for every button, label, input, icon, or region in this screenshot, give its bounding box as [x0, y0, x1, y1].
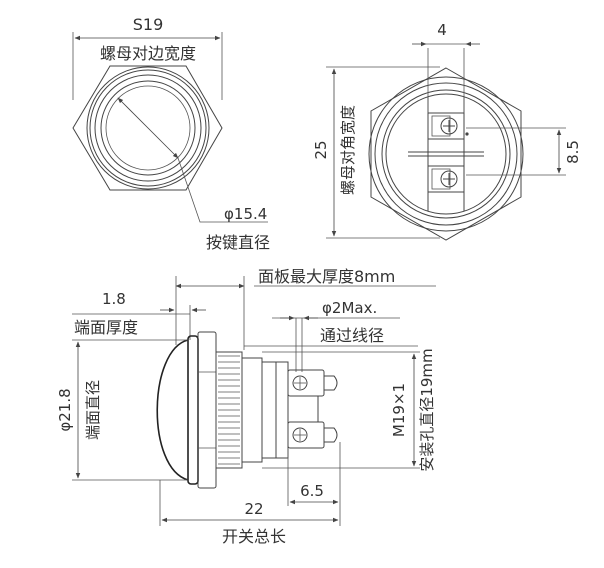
- nut-outer-circle: [86, 66, 210, 190]
- front-view: S19 螺母对边宽度 φ15.4 按键直径: [72, 15, 270, 252]
- upper-screw: [440, 117, 458, 135]
- button-diameter-label: φ15.4: [224, 205, 267, 223]
- bezel-ring: [187, 335, 199, 485]
- mount-hole-caption: 安装孔直径19mm: [418, 348, 436, 471]
- button-rim-circle: [94, 74, 202, 182]
- button-dome: [156, 339, 189, 481]
- button-caption-label: 按键直径: [206, 233, 270, 252]
- corner-width-label: 25: [312, 140, 330, 159]
- panel-thickness-label: 面板最大厚度8mm: [258, 267, 395, 286]
- body-length-label: 22: [244, 500, 263, 518]
- terminal-length-label: 6.5: [300, 482, 324, 500]
- side-view: 面板最大厚度8mm 1.8 端面厚度 φ2Max. 通过线径: [56, 267, 436, 546]
- wire-hole-label: φ2Max.: [322, 299, 377, 317]
- nut-inner-circle: [89, 69, 207, 187]
- head-thickness-label: 1.8: [102, 290, 126, 308]
- rear-body-circle: [381, 89, 511, 219]
- terminal-spacing-label: 8.5: [564, 140, 582, 164]
- terminal-width-label: 4: [437, 21, 447, 39]
- hex-caption-label: 螺母对边宽度: [100, 44, 196, 63]
- rear-mid-circle: [374, 82, 518, 226]
- button-face-circle: [100, 80, 196, 176]
- head-diameter-caption: 端面直径: [84, 380, 102, 440]
- rear-body: [241, 357, 263, 463]
- rear-outer-circle: [368, 76, 524, 232]
- terminal-lower: [287, 421, 325, 449]
- rear-hex-outline: [370, 67, 522, 241]
- head-thickness-caption: 端面厚度: [74, 318, 138, 337]
- wire-hole-caption: 通过线径: [320, 326, 384, 345]
- head-diameter-label: φ21.8: [56, 388, 74, 431]
- corner-caption-label: 螺母对角宽度: [339, 105, 357, 195]
- thread-label: M19×1: [390, 383, 408, 437]
- lower-screw: [440, 170, 458, 188]
- rear-inner-circle: [385, 93, 507, 215]
- side-nut: [197, 331, 217, 489]
- hex-size-label: S19: [133, 15, 164, 34]
- total-length-caption: 开关总长: [222, 527, 286, 546]
- hex-nut-outline: [72, 65, 223, 191]
- rear-view: 4 8.5 25 螺母对角宽度: [312, 21, 582, 241]
- lower-terminal: [427, 165, 465, 193]
- terminal-upper: [287, 369, 325, 397]
- upper-terminal: [427, 112, 465, 140]
